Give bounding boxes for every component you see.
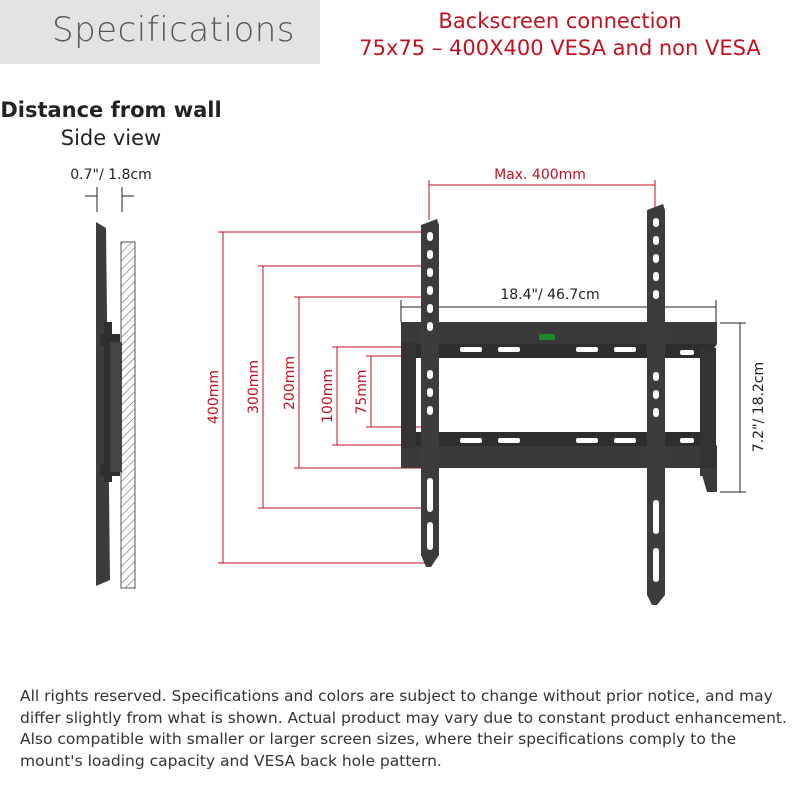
vesa-75-label: 75mm [354, 369, 370, 414]
max-width-label: Max. 400mm [494, 167, 586, 183]
vesa-dimension-lines [218, 180, 656, 564]
frame-width-label: 18.4"/ 46.7cm [500, 287, 599, 303]
page-title: Specifications [52, 10, 296, 50]
backscreen-line-1: Backscreen connection [438, 9, 682, 33]
side-view-title: Distance from wall [0, 98, 222, 122]
header-box [0, 0, 320, 64]
backscreen-line-2: 75x75 – 400X400 VESA and non VESA [359, 36, 761, 60]
wall-plate-front [401, 322, 717, 492]
mount-diagram: 0.7"/ 1.8cm Max. 40 [70, 167, 767, 605]
disclaimer-text: All rights reserved. Specifications and … [20, 687, 787, 770]
vesa-400-label: 400mm [206, 370, 222, 424]
frame-height-label: 7.2"/ 18.2cm [751, 362, 767, 452]
bracket-side [104, 322, 112, 482]
side-depth-label: 0.7"/ 1.8cm [70, 167, 151, 183]
vesa-300-label: 300mm [246, 360, 262, 414]
vesa-200-label: 200mm [282, 356, 298, 410]
vesa-100-label: 100mm [320, 369, 336, 423]
tv-panel-side [96, 222, 110, 586]
wall-section [120, 241, 136, 589]
side-view-drawing: 0.7"/ 1.8cm [70, 167, 152, 589]
backscreen-connection-text: Backscreen connection 75x75 – 400X400 VE… [330, 8, 790, 62]
side-view-subtitle: Side view [60, 126, 162, 150]
tv-arm-right [647, 204, 665, 605]
tv-arm-left [421, 219, 439, 567]
spirit-level-icon [539, 334, 555, 340]
